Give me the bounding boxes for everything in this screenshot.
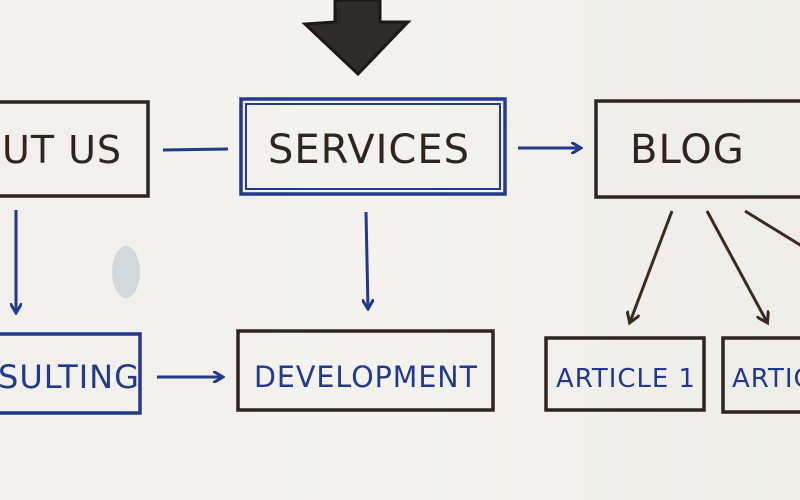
top-arrow-icon	[301, 0, 412, 77]
consulting-label: SULTING	[0, 358, 140, 396]
services-box-inner	[245, 103, 501, 190]
about-us-label: UT US	[2, 128, 122, 172]
arrow-services-development	[366, 211, 368, 308]
arrow-blog-article1	[630, 210, 674, 322]
article-1-box	[544, 336, 706, 412]
services-box	[239, 97, 507, 196]
development-label: DEVELOPMENT	[254, 360, 478, 394]
connector-about-services	[162, 147, 229, 152]
eraser-smudge	[112, 246, 140, 298]
about-us-box	[0, 100, 150, 198]
development-box	[236, 329, 495, 412]
blog-label: BLOG	[630, 127, 745, 173]
consulting-box	[0, 332, 142, 415]
article-2-label: ARTIC	[732, 364, 800, 394]
article-2-box	[721, 336, 800, 414]
arrow-blog-article3	[744, 209, 800, 247]
article-1-label: ARTICLE 1	[556, 364, 696, 394]
arrow-blog-article2	[705, 210, 767, 322]
services-label: SERVICES	[268, 127, 470, 173]
blog-box	[594, 99, 800, 199]
